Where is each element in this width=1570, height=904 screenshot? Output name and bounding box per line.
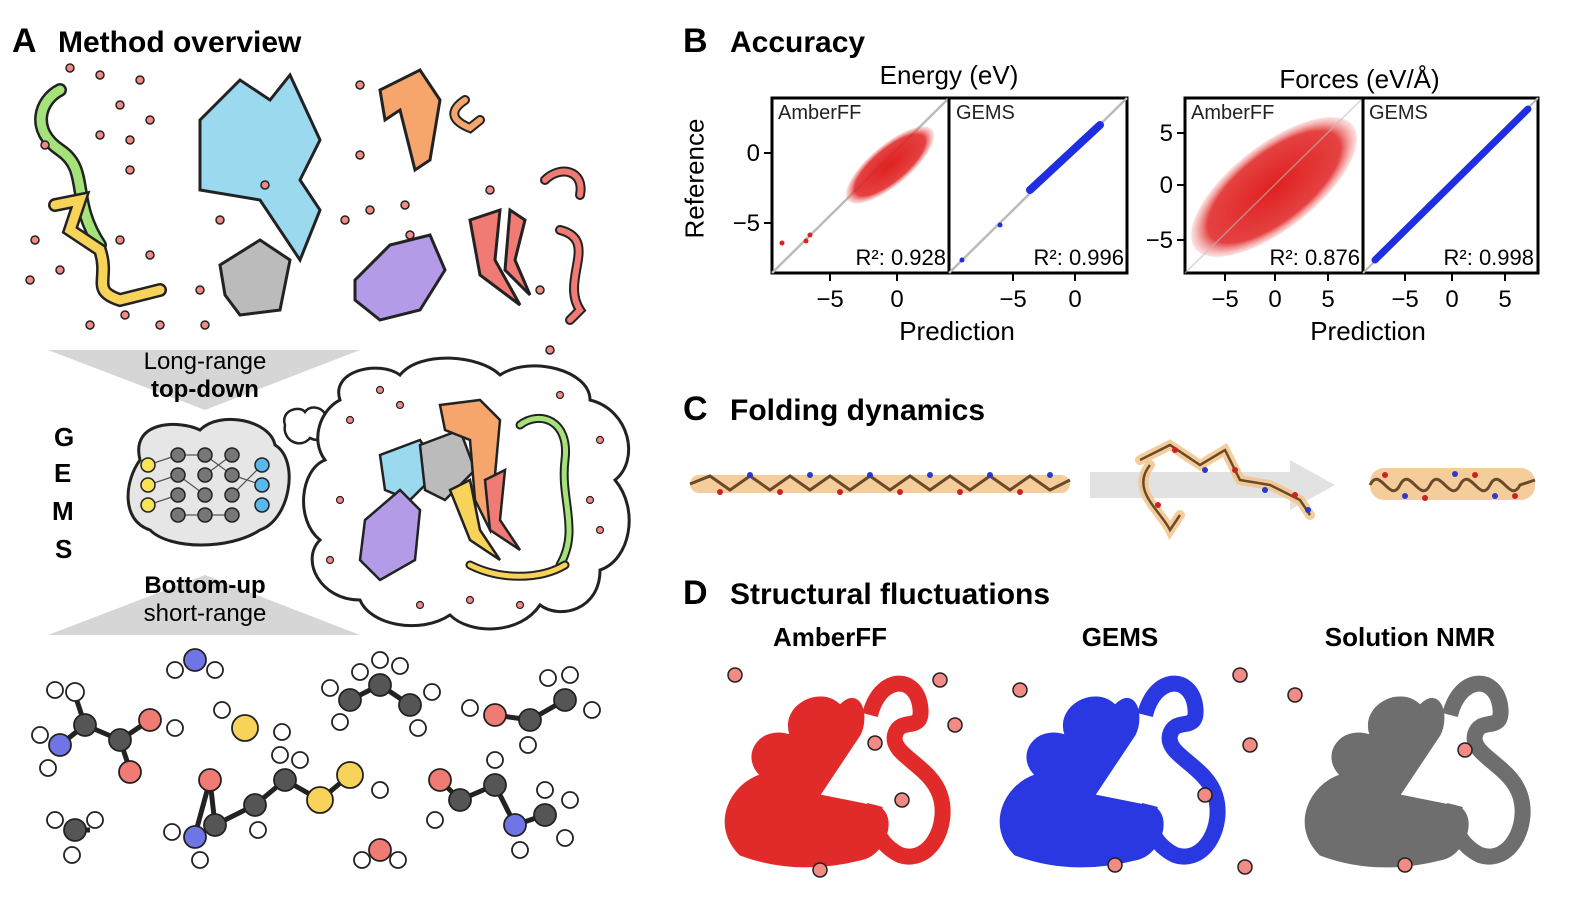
forces-amberff-method-label: AmberFF [1191,102,1274,124]
energy-ytick-0: 0 [747,140,760,167]
brain-network-icon [126,417,291,547]
accuracy-scatter-plots: AmberFF R²: 0.928 GEMS R²: 0.996 0 −5 −5… [733,96,1540,346]
panel-a-title: Method overview [58,26,302,59]
folded-helix [1368,468,1536,501]
top-down-label-line2: top-down [151,376,259,403]
structure-label-solution-nmr: Solution NMR [1324,622,1496,652]
purple-fragment [353,233,447,322]
forces-right-xtick-0: 0 [1445,286,1458,313]
acronym-letter-e: E [54,458,72,488]
forces-plot-title: Forces (eV/Å) [1279,64,1440,94]
gems-energy-points [1026,121,1104,194]
cyan-helix-fragment [198,72,322,264]
panel-a-letter: A [12,22,37,60]
energy-amberff-method-label: AmberFF [778,102,861,124]
structure-label-gems: GEMS [1081,622,1159,652]
forces-gems-method-label: GEMS [1369,102,1428,124]
gray-fragment [218,238,292,317]
acronym-letter-g: G [54,422,75,452]
energy-plot-title: Energy (eV) [879,60,1019,90]
energy-amberff-r2-label: R²: 0.928 [856,245,947,270]
gems-forces-points [1371,105,1532,264]
bottom-up-label-line1: Bottom-up [144,572,266,599]
energy-left-xtick-0: 0 [890,286,903,313]
water-molecules-bottom [727,667,1473,878]
forces-right-xtick-5: 5 [1498,286,1511,313]
forces-right-xtick-minus5: −5 [1391,286,1418,313]
acronym-letter-s: S [55,534,73,564]
energy-gems-subplot: GEMS R²: 0.996 [947,96,1129,275]
small-molecules [31,648,601,869]
extended-chain [689,472,1071,495]
amberff-forces-points [1191,117,1357,257]
forces-ytick-minus5: −5 [1146,227,1173,254]
forces-amberff-r2-label: R²: 0.876 [1270,245,1361,270]
energy-right-xtick-minus5: −5 [999,286,1026,313]
panel-b-title: Accuracy [730,26,866,59]
bottom-up-label-line2: short-range [143,600,267,627]
folding-dynamics-illustration [689,439,1536,540]
structure-label-amberff: AmberFF [772,622,888,652]
panel-c-title: Folding dynamics [730,394,986,427]
panel-d-title: Structural fluctuations [730,578,1051,611]
nmr-structure [1305,684,1522,867]
top-down-arrow [48,350,360,410]
forces-xlabel: Prediction [1310,316,1426,346]
panel-c-letter: C [683,390,708,428]
forces-left-xtick-minus5: −5 [1211,286,1238,313]
red-fragment [468,207,522,307]
gems-structure [1000,684,1217,867]
panel-d-letter: D [683,574,708,612]
bottom-up-arrow [48,575,360,635]
method-overview-illustration [25,63,631,869]
amberff-structure [725,684,942,867]
energy-gems-method-label: GEMS [956,102,1015,124]
acronym-letter-m: M [52,496,74,526]
forces-amberff-subplot: AmberFF R²: 0.876 [1183,96,1365,275]
top-down-label-line1: Long-range [143,348,267,375]
forces-ytick-0: 0 [1160,172,1173,199]
orange-fragment [378,68,442,173]
amberff-energy-points [845,126,935,204]
intermediate-structure [1135,439,1315,540]
forces-ytick-5: 5 [1160,120,1173,147]
energy-right-xtick-0: 0 [1068,286,1081,313]
forces-left-xtick-0: 0 [1268,286,1281,313]
structural-fluctuations-illustration [680,667,1560,878]
energy-left-xtick-minus5: −5 [816,286,843,313]
energy-amberff-subplot: AmberFF R²: 0.928 [770,96,951,275]
energy-gems-r2-label: R²: 0.996 [1034,245,1125,270]
forces-gems-r2-label: R²: 0.998 [1444,245,1535,270]
panel-b-letter: B [683,22,708,60]
forces-gems-subplot: GEMS R²: 0.998 [1361,96,1540,275]
forces-left-xtick-5: 5 [1321,286,1334,313]
energy-ytick-minus5: −5 [733,210,760,237]
energy-xlabel: Prediction [899,316,1015,346]
water-molecules-top [25,63,555,355]
